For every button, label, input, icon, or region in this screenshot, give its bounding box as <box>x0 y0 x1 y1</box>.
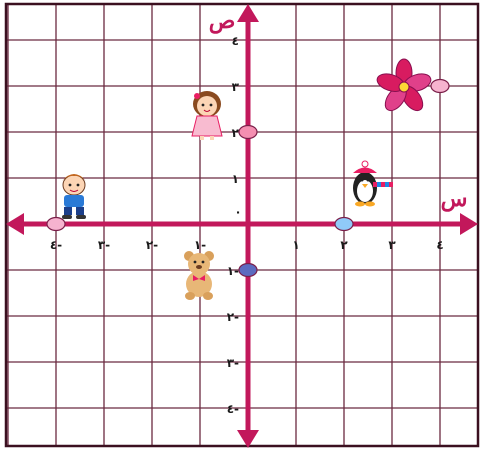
point-flower <box>431 80 449 93</box>
point-girl <box>239 126 257 139</box>
x-tick-label: ٤ <box>436 238 443 252</box>
y-tick-label: ٤- <box>227 402 239 416</box>
y-tick-label: ٢- <box>227 310 239 324</box>
x-tick-label: ٣- <box>98 238 110 252</box>
y-tick-label: ١ <box>232 172 239 186</box>
point-teddy-bear <box>239 264 257 277</box>
point-boy <box>47 218 65 231</box>
y-tick-label: ٢ <box>232 126 240 140</box>
y-tick-label: ٣- <box>227 356 239 370</box>
x-axis-label: س <box>441 186 468 212</box>
y-tick-label: ١- <box>227 264 239 278</box>
point-penguin <box>335 218 353 231</box>
x-tick-label: ٢ <box>340 238 348 252</box>
y-axis-label: ص <box>209 8 236 34</box>
x-tick-label: ١- <box>194 238 206 252</box>
x-tick-label: ٤- <box>50 238 62 252</box>
x-tick-label: ١ <box>292 238 299 252</box>
x-tick-label: ٢- <box>146 238 158 252</box>
x-tick-label: ٣ <box>388 238 396 252</box>
origin-label: ٠ <box>234 205 241 219</box>
y-tick-label: ٤ <box>232 34 239 48</box>
y-tick-label: ٣ <box>232 80 240 94</box>
